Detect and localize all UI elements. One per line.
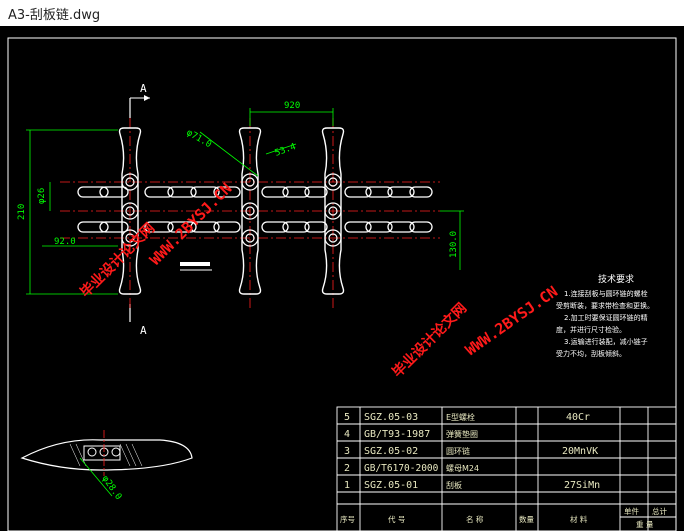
section-mark-top: A [129, 82, 150, 118]
section-mark-bottom: A [129, 304, 147, 337]
section-label-bottom: A [140, 324, 147, 337]
cad-drawing: A A [7, 37, 677, 531]
tech-line-4: 3.运输进行装配，减小链子 [564, 337, 648, 346]
bom-header-qty: 数量 [519, 514, 534, 524]
bom-header-no: 序号 [340, 514, 355, 524]
tech-line-1: 受剪断装，要求带检查和更换。 [556, 301, 654, 310]
dim-534: 53.4 [274, 142, 298, 159]
section-label-top: A [140, 82, 147, 95]
watermark-site-2: WWW.2BYSJ.CN [462, 282, 561, 359]
bom-code-3: GB/T6170-2000 [364, 463, 439, 474]
dim-phi28: φ28.0 [100, 474, 124, 502]
bom-header-single: 单件 [624, 506, 639, 516]
bom-code-0: SGZ.05-03 [364, 412, 418, 423]
dimension-lines [26, 108, 464, 295]
bom-mat-0: 40Cr [566, 412, 590, 423]
dim-130: 130.0 [449, 231, 459, 258]
bom-no-3: 2 [344, 463, 350, 474]
direction-arrow [180, 262, 212, 271]
bom-table: 5 SGZ.05-03 E型螺栓 40Cr 4 GB/T93-1987 弹簧垫圈… [336, 406, 677, 531]
watermark-cn-2: 毕业设计论文网 [389, 300, 470, 381]
bom-name-1: 弹簧垫圈 [446, 429, 478, 439]
bom-no-4: 1 [344, 480, 350, 491]
tech-line-2: 2.加工时要保证圆环链的精 [564, 313, 648, 322]
tech-line-0: 1.连接刮板与圆环链的螺栓 [564, 289, 648, 298]
bom-header-total: 总计 [652, 506, 667, 516]
window-titlebar: A3-刮板链.dwg [0, 0, 684, 26]
dim-210: 210 [17, 204, 27, 220]
chain-links [77, 186, 433, 233]
bom-no-0: 5 [344, 412, 350, 423]
bom-code-4: SGZ.05-01 [364, 480, 418, 491]
drawing-border [7, 37, 677, 531]
bom-mat-4: 27SiMn [564, 480, 600, 491]
window-title: A3-刮板链.dwg [8, 8, 101, 23]
bom-name-4: 刮板 [446, 480, 462, 490]
bom-code-1: GB/T93-1987 [364, 429, 430, 440]
bom-header-weight: 重 量 [636, 520, 654, 529]
drawing-canvas[interactable]: A A [0, 26, 684, 531]
tech-heading: 技术要求 [598, 273, 634, 285]
dim-phi71: φ71.0 [185, 128, 213, 150]
bom-mat-2: 20MnVK [562, 446, 598, 457]
bom-name-3: 螺母M24 [446, 463, 479, 473]
dim-phi26: φ26 [37, 188, 47, 204]
bom-header-code: 代 号 [388, 514, 405, 524]
bom-header-name: 名 称 [466, 514, 484, 524]
bom-no-1: 4 [344, 429, 350, 440]
bom-header-material: 材 料 [570, 514, 588, 524]
dim-92: 92.0 [54, 237, 76, 247]
bom-no-2: 3 [344, 446, 350, 457]
bolts [121, 173, 342, 247]
tech-line-5: 受力不均，刮板倾斜。 [556, 349, 626, 358]
tech-line-3: 度，并进行尺寸检验。 [556, 325, 626, 334]
scraper-bars [118, 127, 345, 295]
dim-920: 920 [284, 101, 300, 111]
watermarks: WWW.2BYSJ.CN 毕业设计论文网 WWW.2BYSJ.CN 毕业设计论文… [77, 179, 561, 380]
bom-name-0: E型螺栓 [446, 412, 475, 422]
side-view: φ28.0 [20, 430, 193, 502]
tech-requirements: 技术要求 1.连接刮板与圆环链的螺栓 受剪断装，要求带检查和更换。 2.加工时要… [556, 273, 654, 358]
bom-code-2: SGZ.05-02 [364, 446, 418, 457]
bom-name-2: 圆环链 [446, 446, 470, 456]
